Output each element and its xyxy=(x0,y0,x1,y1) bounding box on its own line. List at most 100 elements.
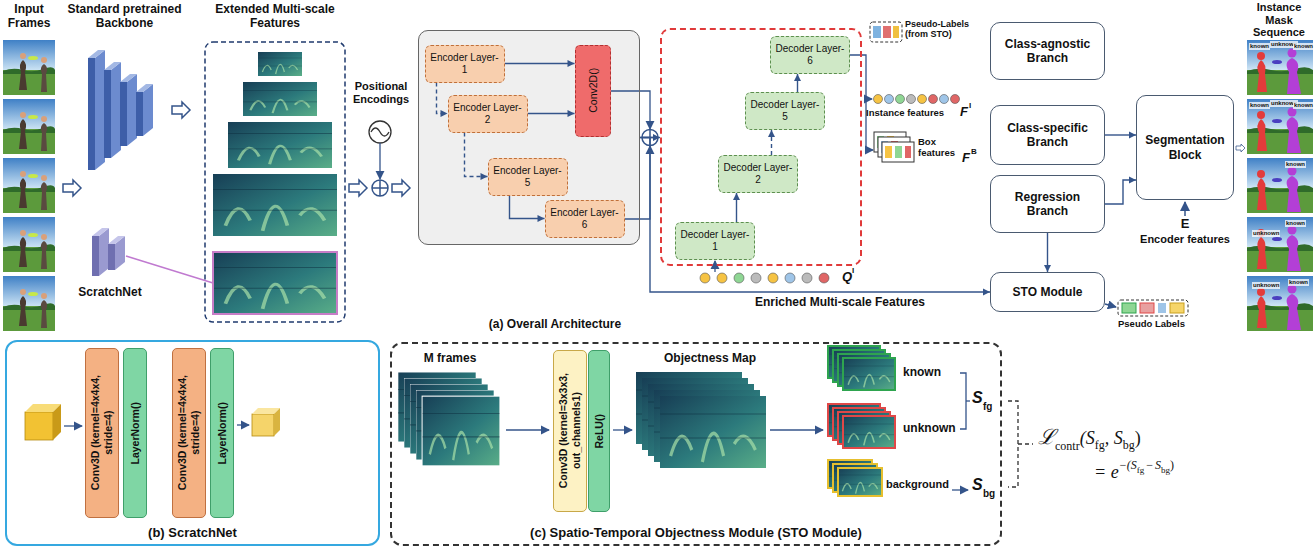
module-box: Class-specific Branch xyxy=(990,105,1105,165)
arrow-head xyxy=(538,215,545,222)
formula-term: bg xyxy=(1123,438,1135,452)
encoder-feature-arrow xyxy=(1185,202,1186,216)
edge-label: Enriched Multi-scale Features xyxy=(755,296,925,310)
connector-line xyxy=(1105,180,1136,204)
box-feature-stack xyxy=(874,132,914,162)
formula-term: contr xyxy=(1055,439,1080,453)
feature-maps xyxy=(228,122,332,168)
layer-name: Encoder Layer-1 xyxy=(430,52,500,76)
backbone-blocks xyxy=(136,84,153,92)
module-box: Regression Branch xyxy=(990,175,1105,233)
encoder-layer-box: Encoder Layer-5 xyxy=(488,158,568,196)
decoder-layer-box: Decoder Layer-5 xyxy=(745,92,825,130)
pseudo-label-boxes xyxy=(873,26,881,38)
connector-line xyxy=(465,133,488,177)
positional-encoding xyxy=(369,121,391,143)
module-name: Segmentation Block xyxy=(1141,133,1229,162)
module-name: Class-specific Branch xyxy=(995,121,1100,150)
formula-term: , S xyxy=(1105,428,1123,448)
backbone-blocks xyxy=(120,74,137,82)
unknown-stack xyxy=(843,416,895,448)
box-feature-stack xyxy=(895,146,902,158)
conv-box: Conv3D (kernel=4x4x4, stride=4) xyxy=(172,348,206,518)
scratchnet-blocks xyxy=(92,228,213,283)
connector-arrow xyxy=(437,83,448,118)
label-text: E xyxy=(1135,217,1235,232)
label-text: I xyxy=(969,101,971,110)
module-name: Class-agnostic Branch xyxy=(995,37,1100,66)
scratchnet-io-cubes xyxy=(53,404,61,440)
encoder-feature-arrow xyxy=(1184,202,1186,216)
query-embeddings xyxy=(714,261,715,272)
instance-feature-dots xyxy=(929,95,938,104)
backbone-blocks xyxy=(127,74,137,146)
label-text: Input Frames xyxy=(0,3,58,31)
label-text: ScratchNet xyxy=(60,286,160,300)
instance-feature-dots xyxy=(951,95,960,104)
objectness-stack xyxy=(636,372,766,468)
formula-term: ) xyxy=(1135,428,1141,448)
backbone-blocks xyxy=(104,62,121,70)
connector-line xyxy=(640,138,990,293)
decoder-block: Decoder Layer-1Decoder Layer-2Decoder La… xyxy=(660,28,862,266)
scratchnet-io-cubes xyxy=(25,404,280,440)
label-text: Pseudo Labels xyxy=(1118,319,1190,330)
scratchnet-io-cubes xyxy=(274,408,280,436)
mask-frames xyxy=(1247,40,1313,95)
layer-name: ReLU() xyxy=(593,355,606,507)
label-text: S xyxy=(972,476,983,494)
mask-tag: known xyxy=(1249,43,1270,50)
m-frames-stack xyxy=(422,396,500,466)
label-text: Instance features xyxy=(866,108,944,119)
hollow-arrow xyxy=(1236,144,1245,152)
formula-term: bg xyxy=(1161,465,1170,475)
backbone-blocks xyxy=(88,50,153,170)
mask-frames xyxy=(1247,99,1313,154)
input-frames xyxy=(3,40,55,331)
formula-term: fg xyxy=(1137,465,1145,475)
connector-line xyxy=(505,63,575,64)
instance-feature-dots xyxy=(874,95,960,104)
feature-maps xyxy=(243,82,317,116)
connector-arrow xyxy=(1105,177,1136,205)
connector-arrow xyxy=(465,133,488,181)
label-text: unknown xyxy=(903,422,956,436)
m-frames-stack xyxy=(422,396,500,466)
scratchnet-io-cubes xyxy=(64,425,82,426)
hollow-arrow xyxy=(392,180,410,196)
label-text: bg xyxy=(983,488,995,500)
label-text: Extended Multi-scale Features xyxy=(200,3,350,31)
layer-name: Decoder Layer-1 xyxy=(680,229,750,253)
decoder-output-lines xyxy=(850,55,866,150)
backbone-blocks xyxy=(111,62,121,158)
norm-box: ReLU() xyxy=(588,350,610,512)
score-brackets xyxy=(1018,443,1033,444)
mask-tag: known xyxy=(1249,102,1270,109)
sto-output xyxy=(1170,303,1184,313)
instance-feature-dots xyxy=(874,95,883,104)
sto-flow-arrows xyxy=(613,429,632,430)
label-text: I xyxy=(852,266,854,275)
scratchnet-blocks xyxy=(126,256,213,283)
panel-box: (b) ScratchNetConv3D (kernel=4x4x4, stri… xyxy=(5,340,380,546)
norm-box: LayerNorm() xyxy=(123,348,147,518)
feature-maps xyxy=(213,252,337,314)
label-text: Encoder features xyxy=(1130,233,1240,246)
score-brackets xyxy=(952,373,1033,490)
formula-term: ℒ xyxy=(1038,425,1055,449)
positional-encoding xyxy=(369,121,391,196)
background-stack xyxy=(838,468,882,496)
scratchnet-blocks xyxy=(99,228,109,276)
label-text: Pseudo-Labels (from STO) xyxy=(905,19,977,40)
score-brackets xyxy=(1008,401,1018,487)
formula-term: ) xyxy=(1170,458,1174,472)
query-embeddings xyxy=(751,273,761,283)
input-frames xyxy=(3,40,55,95)
mask-tag: known xyxy=(1293,43,1314,50)
layer-name: Conv3D (kernel=4x4x4, stride=4) xyxy=(176,353,201,513)
mask-frames xyxy=(1247,217,1313,272)
backbone-blocks xyxy=(104,70,111,158)
encoder-fill xyxy=(418,30,640,245)
instance-feature-dots xyxy=(940,95,949,104)
instance-feature-dots xyxy=(885,95,894,104)
